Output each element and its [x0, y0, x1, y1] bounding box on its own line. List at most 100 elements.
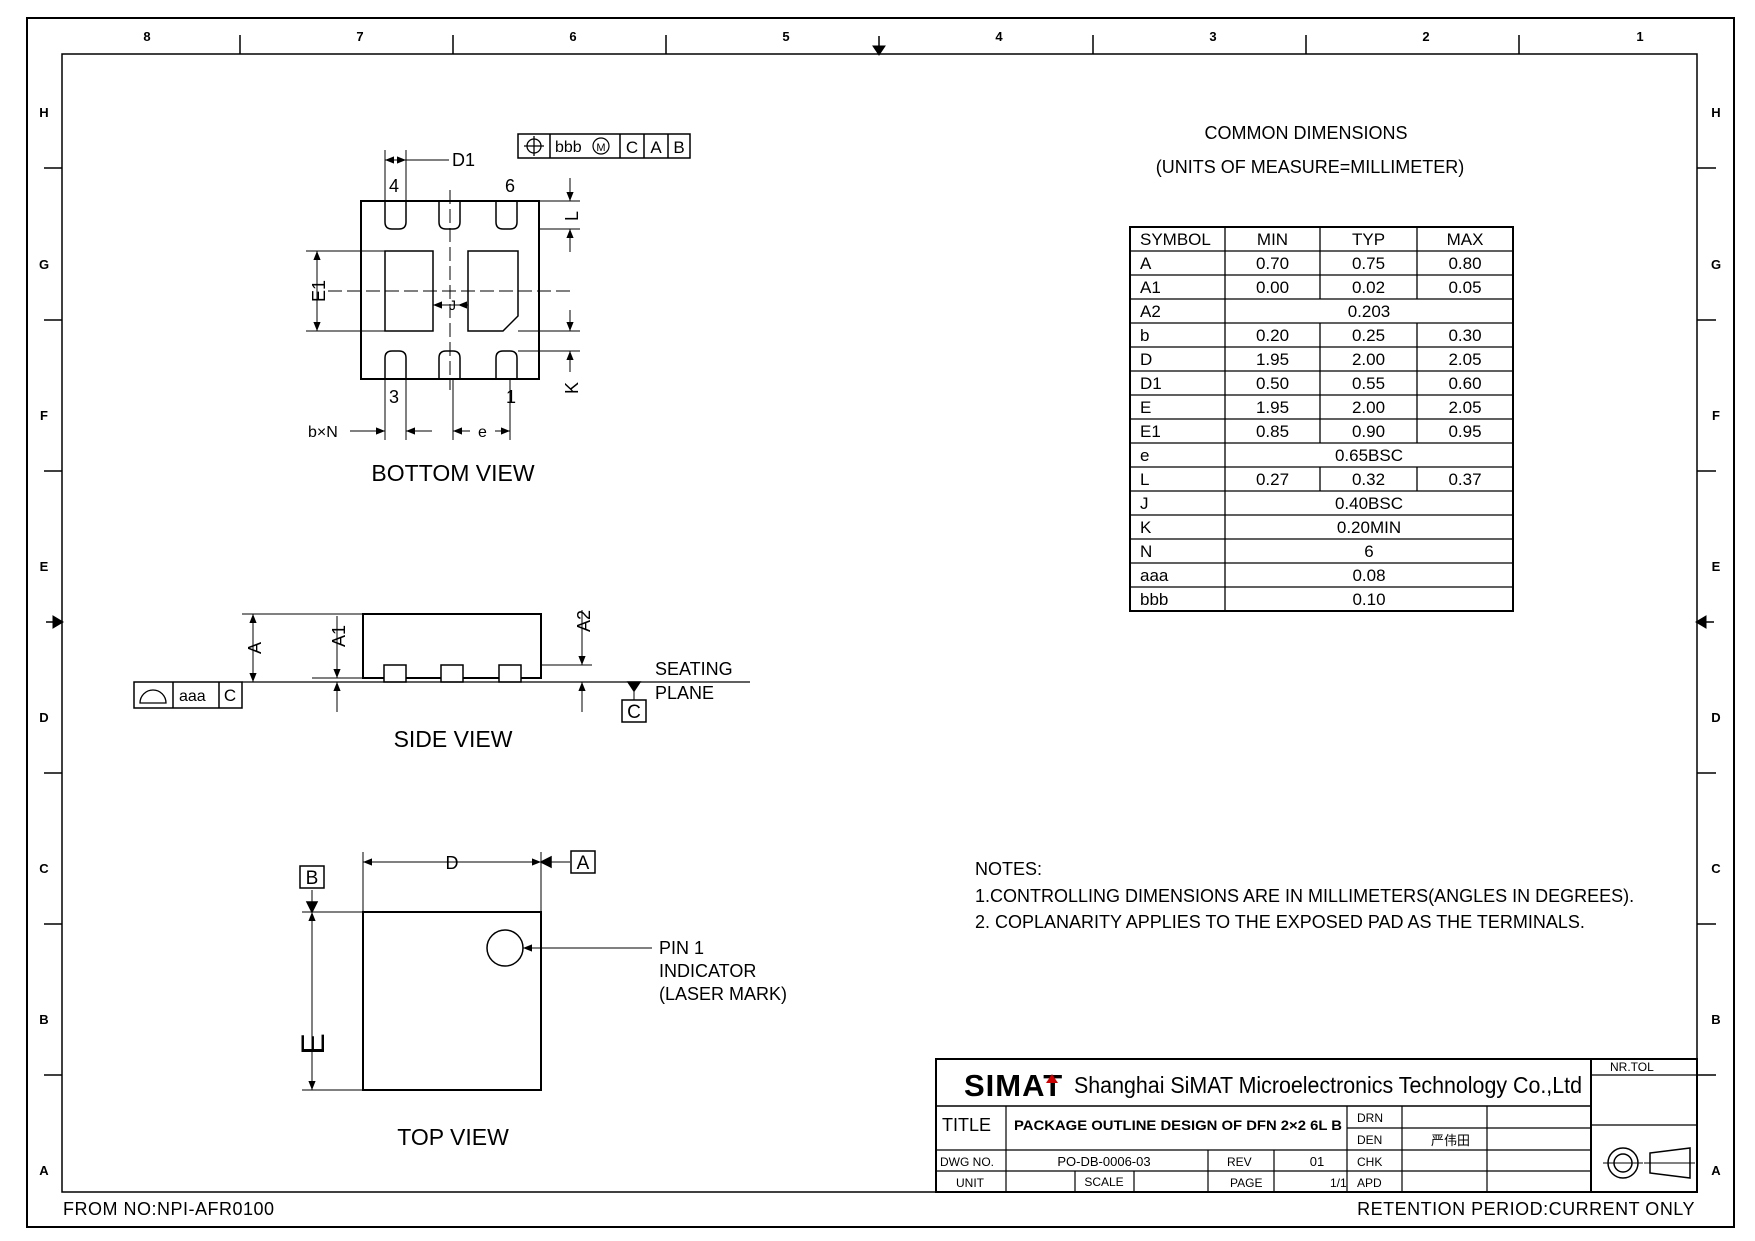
col-label: 5 [782, 29, 789, 44]
row-label: B [39, 1012, 48, 1027]
table-value-cell: 0.55 [1352, 374, 1385, 393]
row-label: C [1711, 861, 1721, 876]
fcf-datum: C [224, 686, 236, 705]
centering-marks [46, 36, 1714, 629]
pin1-indicator-label: PIN 1 [659, 938, 704, 958]
dim-label-a1: A1 [329, 625, 349, 647]
dim-label-k: K [562, 382, 582, 394]
notes-heading: NOTES: [975, 859, 1042, 879]
table-value-cell: 2.05 [1448, 398, 1481, 417]
title-block-text: SIMAT Shanghai SiMAT Microelectronics Te… [940, 1060, 1654, 1190]
fcf-modifier: M [596, 142, 605, 154]
table-symbol-cell: D [1140, 350, 1152, 369]
table-value-cell: 0.65BSC [1335, 446, 1403, 465]
den-label: DEN [1357, 1133, 1382, 1147]
table-header-cell: MAX [1447, 230, 1484, 249]
side-view-labels: A A1 A2 SEATING PLANE C aaa C SIDE VIEW [179, 610, 733, 752]
table-value-cell: 0.00 [1256, 278, 1289, 297]
row-label: E [40, 559, 49, 574]
col-label: 6 [569, 29, 576, 44]
nr-tol-label: NR.TOL [1610, 1060, 1654, 1074]
title-block [935, 1058, 1698, 1193]
rev-label: REV [1227, 1155, 1252, 1169]
fcf-datum: C [626, 138, 638, 157]
sheet-frame [26, 17, 1735, 1228]
table-value-cell: 2.00 [1352, 398, 1385, 417]
datum-c-label: C [627, 702, 641, 723]
table-value-cell: 0.75 [1352, 254, 1385, 273]
view-title-bottom: BOTTOM VIEW [371, 460, 534, 486]
row-label: E [1712, 559, 1721, 574]
table-symbol-cell: L [1140, 470, 1149, 489]
table-symbol-cell: A1 [1140, 278, 1161, 297]
note-item: 1.CONTROLLING DIMENSIONS ARE IN MILLIMET… [975, 886, 1634, 906]
apd-label: APD [1357, 1176, 1382, 1190]
title-label: TITLE [942, 1115, 991, 1135]
table-value-cell: 0.20MIN [1337, 518, 1401, 537]
table-symbol-cell: D1 [1140, 374, 1162, 393]
view-title-top: TOP VIEW [397, 1124, 509, 1150]
den-name: 严伟田 [1431, 1133, 1470, 1148]
seating-plane-label: PLANE [655, 683, 714, 703]
table-symbol-cell: J [1140, 494, 1149, 513]
table-header-cell: TYP [1352, 230, 1385, 249]
table-value-cell: 2.00 [1352, 350, 1385, 369]
table-value-cell: 0.25 [1352, 326, 1385, 345]
row-label: A [39, 1163, 49, 1178]
drn-label: DRN [1357, 1111, 1383, 1125]
row-label: D [39, 710, 48, 725]
row-label: B [1711, 1012, 1720, 1027]
table-symbol-cell: K [1140, 518, 1152, 537]
table-value-cell: 6 [1364, 542, 1373, 561]
pin-label: 1 [506, 387, 516, 407]
pin1-indicator-label: INDICATOR [659, 961, 756, 981]
dimensions-title: COMMON DIMENSIONS [1204, 123, 1407, 143]
datum-b-label: B [306, 868, 319, 889]
page-label: PAGE [1230, 1176, 1262, 1190]
table-value-cell: 0.32 [1352, 470, 1385, 489]
dim-label-e: E [295, 1033, 331, 1054]
pin-label: 3 [389, 387, 399, 407]
rev-value: 01 [1310, 1154, 1324, 1169]
table-value-cell: 0.20 [1256, 326, 1289, 345]
zone-labels: 8 7 6 5 4 3 2 1 H G F E D C B A H G F E … [39, 29, 1721, 1178]
table-value-cell: 0.08 [1352, 566, 1385, 585]
company-name: Shanghai SiMAT Microelectronics Technolo… [1074, 1072, 1582, 1098]
notes: NOTES: 1.CONTROLLING DIMENSIONS ARE IN M… [975, 859, 1634, 932]
side-view [133, 610, 750, 723]
row-label: F [40, 408, 48, 423]
dimensions-subtitle: (UNITS OF MEASURE=MILLIMETER) [1156, 157, 1465, 177]
datum-a-label: A [577, 853, 590, 874]
dim-label-e1: E1 [309, 280, 329, 302]
table-value-cell: 1.95 [1256, 398, 1289, 417]
dim-label-d: D [446, 853, 459, 873]
note-item: 2. COPLANARITY APPLIES TO THE EXPOSED PA… [975, 912, 1585, 932]
pin-label: 6 [505, 176, 515, 196]
table-value-cell: 0.40BSC [1335, 494, 1403, 513]
table-value-cell: 0.60 [1448, 374, 1481, 393]
dim-label-a: A [245, 642, 265, 654]
fcf-datum: A [650, 138, 662, 157]
table-symbol-cell: b [1140, 326, 1149, 345]
table-header-cell: MIN [1257, 230, 1288, 249]
table-value-cell: 0.05 [1448, 278, 1481, 297]
table-symbol-cell: A2 [1140, 302, 1161, 321]
table-value-cell: 0.30 [1448, 326, 1481, 345]
table-symbol-cell: aaa [1140, 566, 1169, 585]
table-symbol-cell: E [1140, 398, 1151, 417]
bottom-view-labels: D1 4 6 3 1 L E1 J K b×N e bbb M C A B BO… [308, 138, 685, 486]
logo-accent-icon [1046, 1074, 1058, 1083]
table-value-cell: 0.90 [1352, 422, 1385, 441]
chk-label: CHK [1357, 1155, 1382, 1169]
table-value-cell: 0.203 [1348, 302, 1391, 321]
scale-label: SCALE [1084, 1175, 1123, 1189]
table-symbol-cell: A [1140, 254, 1152, 273]
fcf-datum: B [673, 138, 684, 157]
fcf-tolerance: bbb [555, 139, 582, 156]
row-label: D [1711, 710, 1720, 725]
table-symbol-cell: e [1140, 446, 1149, 465]
table-symbol-cell: bbb [1140, 590, 1168, 609]
table-value-cell: 0.95 [1448, 422, 1481, 441]
